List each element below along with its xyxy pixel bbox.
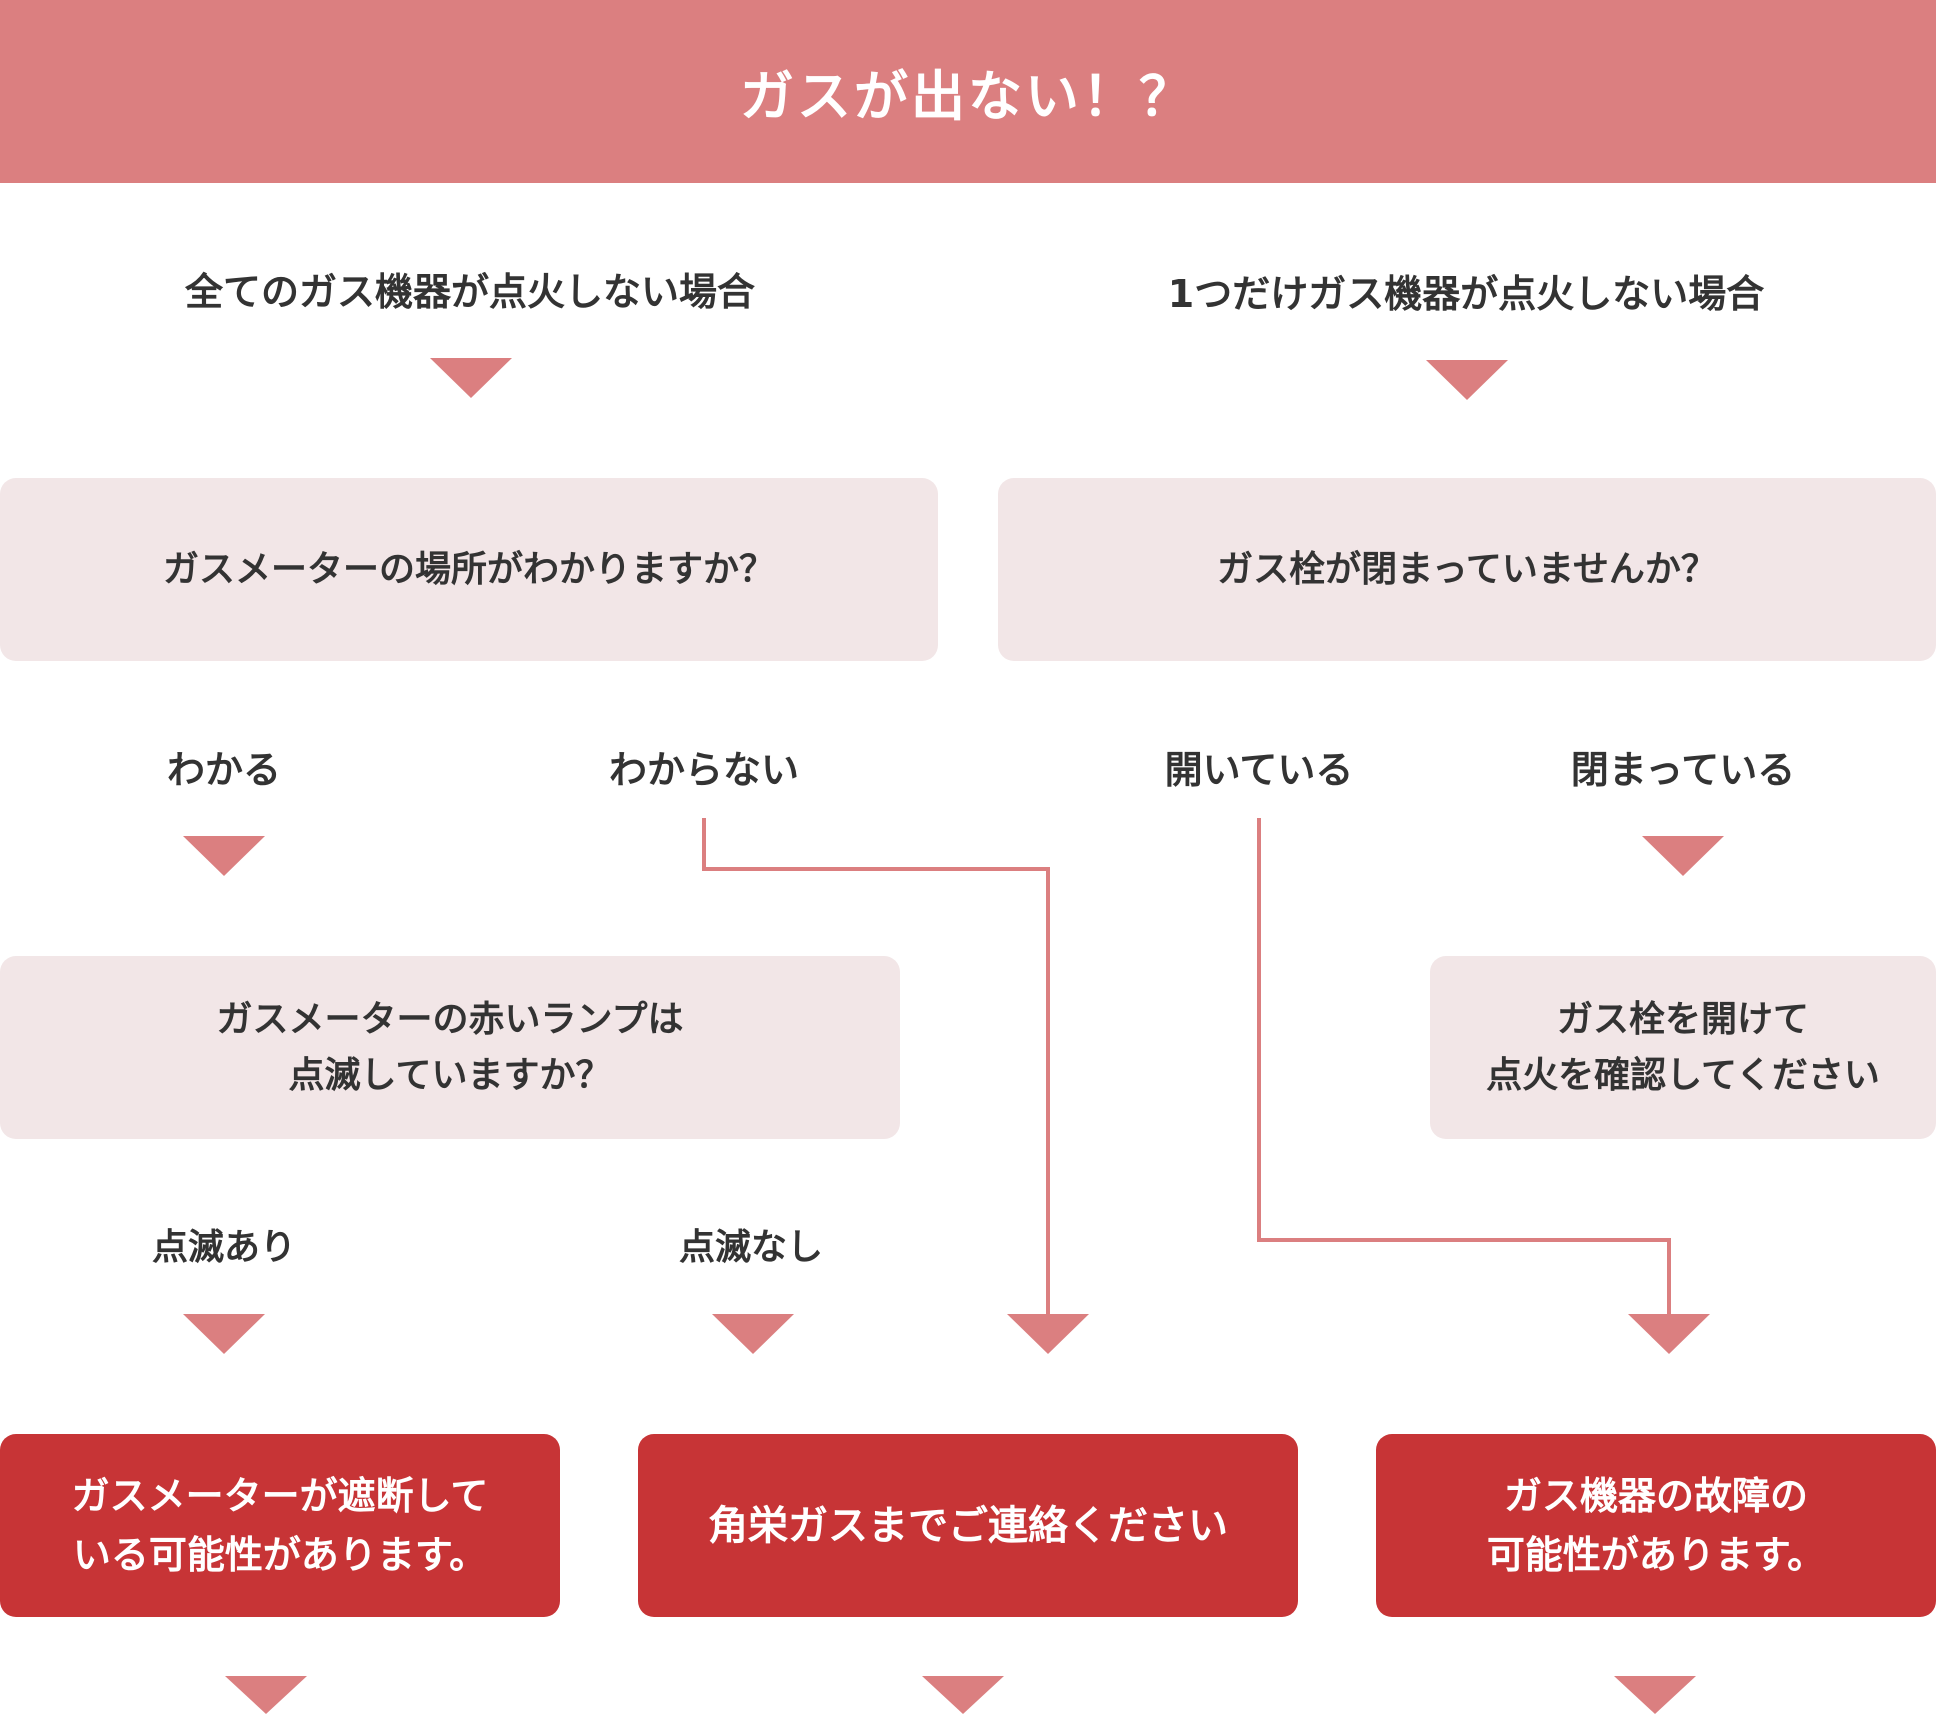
answer-not-blinking: 点滅なし	[678, 1227, 824, 1268]
arrow-down-icon	[183, 836, 265, 876]
arrow-down-icon	[430, 358, 512, 398]
open-valve-instruction-box: ガス栓を開けて 点火を確認してください	[1430, 956, 1936, 1139]
meter-location-question-box: ガスメーターの場所がわかりますか？	[0, 478, 938, 661]
valve-closed-question: ガス栓が閉まっていませんか？	[1217, 548, 1717, 590]
answer-blinking: 点滅あり	[151, 1227, 297, 1268]
arrow-down-icon	[183, 1314, 265, 1354]
open-valve-instruction-line1: ガス栓を開けて	[1556, 998, 1809, 1040]
header-banner: ガスが出ない！？	[0, 0, 1936, 183]
arrow-down-icon	[712, 1314, 794, 1354]
left-branch-heading: 全てのガス機器が点火しない場合	[184, 270, 756, 314]
contact-result-box: 角栄ガスまでご連絡ください	[638, 1434, 1298, 1617]
contact-result-text: 角栄ガスまでご連絡ください	[708, 1502, 1228, 1549]
arrow-down-icon	[1642, 836, 1724, 876]
meter-shutoff-result-line2: いる可能性があります。	[72, 1532, 488, 1577]
meter-shutoff-result-line1: ガスメーターが遮断して	[71, 1473, 489, 1518]
right-branch-heading: 1つだけガス機器が点火しない場合	[1167, 272, 1765, 316]
arrow-down-icon	[1614, 1676, 1696, 1714]
appliance-fault-result-box: ガス機器の故障の 可能性があります。	[1376, 1434, 1936, 1617]
appliance-fault-result-line2: 可能性があります。	[1486, 1532, 1826, 1577]
page-title: ガスが出ない！？	[740, 65, 1196, 128]
answer-closed: 閉まっている	[1570, 748, 1796, 792]
open-valve-instruction-line2: 点火を確認してください	[1486, 1054, 1880, 1096]
red-lamp-question-line1: ガスメーターの赤いランプは	[216, 998, 684, 1040]
appliance-fault-result-line1: ガス機器の故障の	[1503, 1473, 1808, 1518]
arrow-down-icon	[1628, 1314, 1710, 1354]
arrow-down-icon	[225, 1676, 307, 1714]
answer-dont-know: わからない	[608, 748, 800, 792]
answer-open: 開いている	[1164, 748, 1354, 792]
arrow-down-icon	[1007, 1314, 1089, 1354]
red-lamp-question-box: ガスメーターの赤いランプは 点滅していますか？	[0, 956, 900, 1139]
meter-location-question: ガスメーターの場所がわかりますか？	[162, 548, 775, 590]
valve-closed-question-box: ガス栓が閉まっていませんか？	[998, 478, 1936, 661]
meter-shutoff-result-box: ガスメーターが遮断して いる可能性があります。	[0, 1434, 560, 1617]
red-lamp-question-line2: 点滅していますか？	[288, 1054, 612, 1096]
arrow-down-icon	[922, 1676, 1004, 1714]
arrow-down-icon	[1426, 360, 1508, 400]
answer-know: わかる	[166, 748, 282, 792]
